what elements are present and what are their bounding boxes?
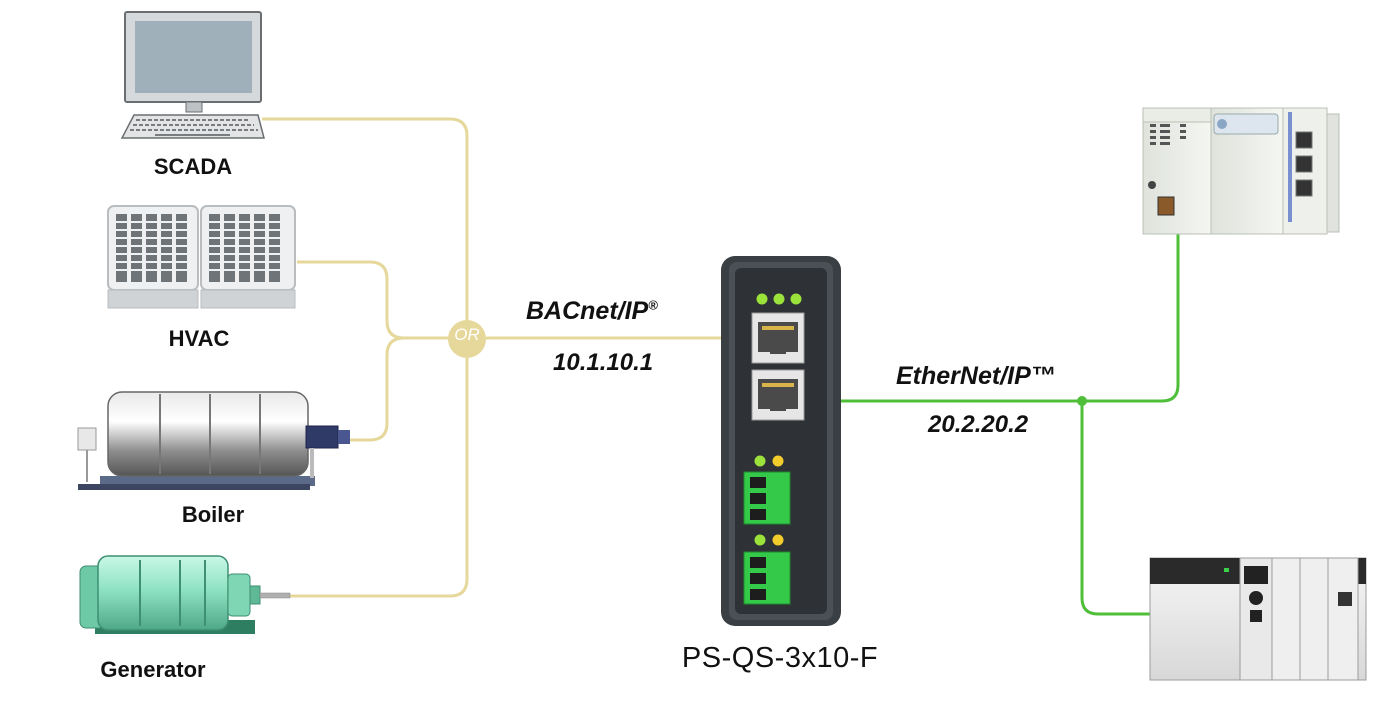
ethernet-ip-address: 20.2.20.2 (928, 411, 1029, 438)
hvac-link (297, 260, 450, 340)
rj45-port-1 (751, 312, 805, 364)
or-junction-label: OR (454, 325, 480, 344)
ethernet-node (1077, 396, 1087, 406)
generator-link (290, 358, 469, 598)
terminal-block-2 (743, 551, 791, 605)
hvac-units (107, 205, 296, 309)
serial-status-leds-2 (754, 534, 784, 546)
bacnet-ip-address: 10.1.10.1 (553, 349, 654, 376)
bacnet-protocol-label: BACnet/IP® (526, 297, 658, 326)
gateway-device (721, 256, 841, 626)
serial-status-leds-1 (754, 455, 784, 467)
scada-computer (120, 11, 265, 139)
generator-label: Generator (100, 657, 206, 682)
registered-mark: ® (648, 297, 658, 313)
ethernet-status-leds (756, 293, 802, 305)
ethernet-protocol-label: EtherNet/IP™ (896, 362, 1056, 390)
scada-link (262, 117, 469, 322)
terminal-block-1 (743, 471, 791, 525)
bacnet-wiring (262, 117, 724, 598)
rj45-port-2 (751, 369, 805, 421)
hvac-unit-right (200, 205, 296, 309)
or-junction (448, 320, 486, 358)
generator (79, 555, 291, 634)
hvac-unit-left (107, 205, 199, 309)
boiler-label: Boiler (181, 502, 245, 527)
ethernet-trunk (840, 234, 1180, 403)
ethernet-drop (1080, 401, 1150, 616)
bacnet-protocol-text: BACnet/IP (526, 297, 649, 325)
hvac-label: HVAC (168, 326, 230, 351)
boiler (77, 391, 350, 490)
controllogix-rack (1149, 557, 1367, 681)
compactlogix-plc (1142, 107, 1340, 235)
ethernet-wiring (840, 234, 1180, 616)
boiler-link (350, 336, 450, 442)
gateway-model-label: PS-QS-3x10-F (681, 642, 879, 674)
scada-label: SCADA (153, 154, 233, 179)
